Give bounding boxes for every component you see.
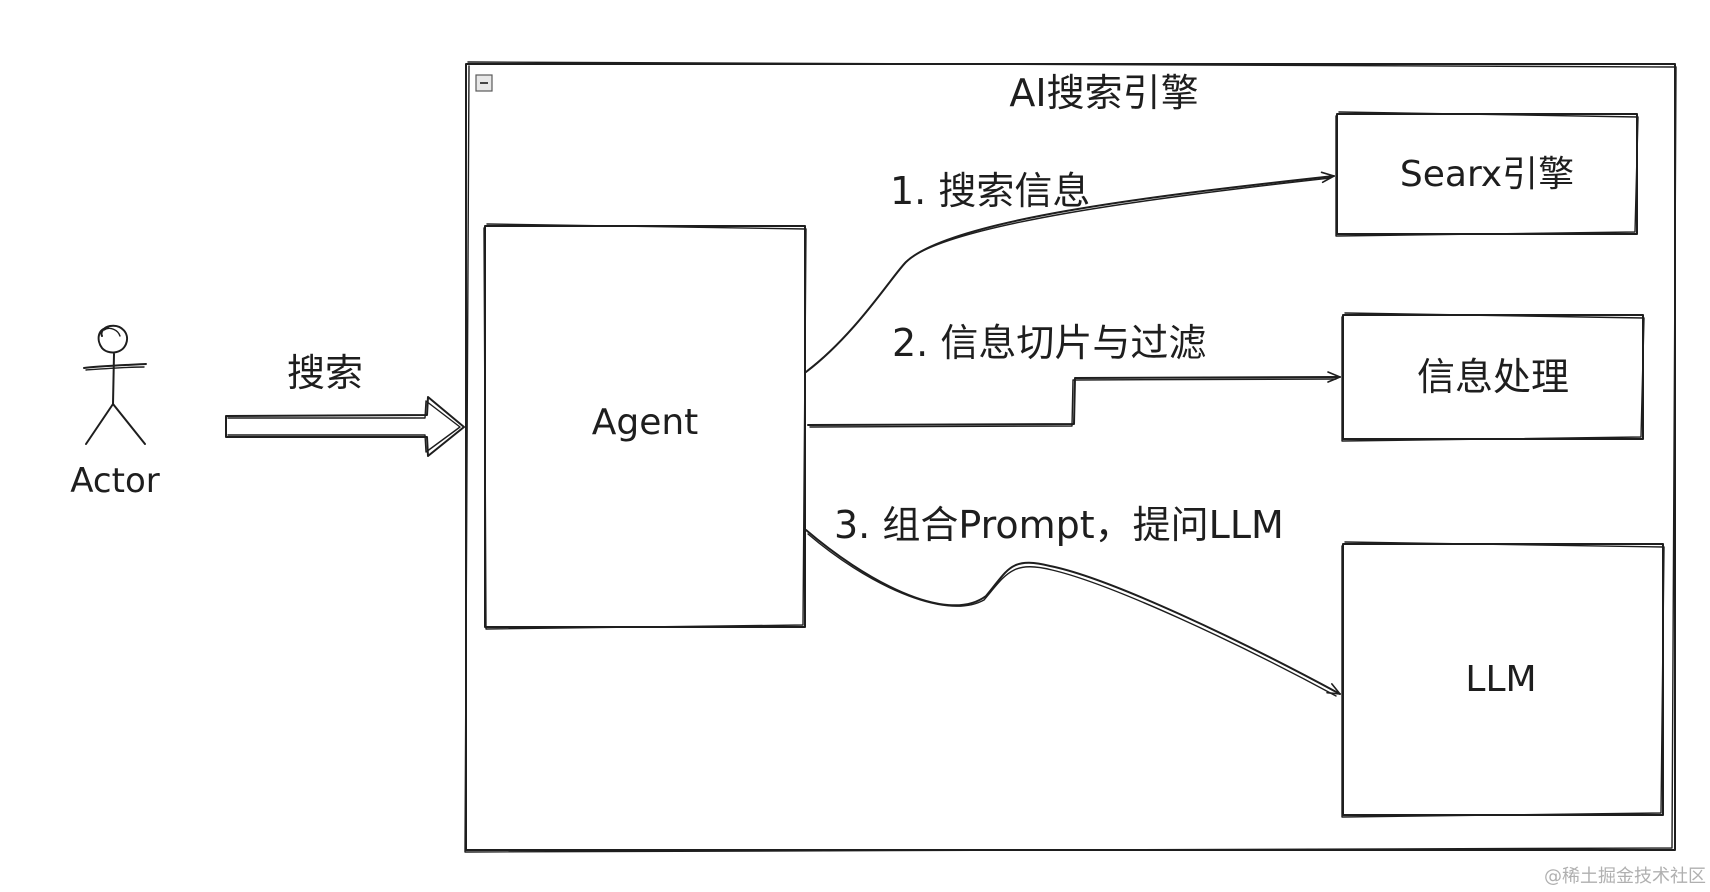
search-arrow: 搜索 (225, 351, 465, 457)
edge-search-info-label: 1. 搜索信息 (890, 169, 1090, 213)
search-arrow-label: 搜索 (287, 351, 363, 395)
edge-prompt-llm-line (805, 529, 1341, 695)
edge-chunk-filter-line (807, 371, 1341, 426)
llm-label: LLM (1465, 659, 1536, 700)
edge-prompt-llm: 3. 组合Prompt，提问LLM (805, 503, 1341, 697)
container-title: AI搜索引擎 (1009, 71, 1198, 115)
agent-label: Agent (592, 402, 699, 443)
info-processing-label: 信息处理 (1417, 355, 1569, 399)
actor: Actor (70, 324, 160, 501)
collapse-toggle[interactable] (475, 74, 493, 92)
ai-search-engine-container: AI搜索引擎 (464, 61, 1677, 853)
edge-search-info: 1. 搜索信息 (805, 169, 1335, 373)
agent-node[interactable]: Agent (483, 223, 807, 630)
edge-chunk-filter-label: 2. 信息切片与过滤 (892, 321, 1206, 365)
edge-chunk-filter: 2. 信息切片与过滤 (807, 321, 1341, 428)
actor-figure-icon (83, 324, 147, 445)
info-processing-node[interactable]: 信息处理 (1341, 312, 1645, 442)
edge-prompt-llm-label: 3. 组合Prompt，提问LLM (834, 503, 1284, 547)
watermark: @稀土掘金技术社区 (1544, 866, 1706, 887)
llm-node[interactable]: LLM (1341, 541, 1665, 818)
actor-label: Actor (70, 461, 159, 501)
searx-engine-label: Searx引擎 (1400, 154, 1574, 195)
search-arrow-shape (225, 396, 465, 457)
searx-engine-node[interactable]: Searx引擎 (1335, 111, 1639, 237)
